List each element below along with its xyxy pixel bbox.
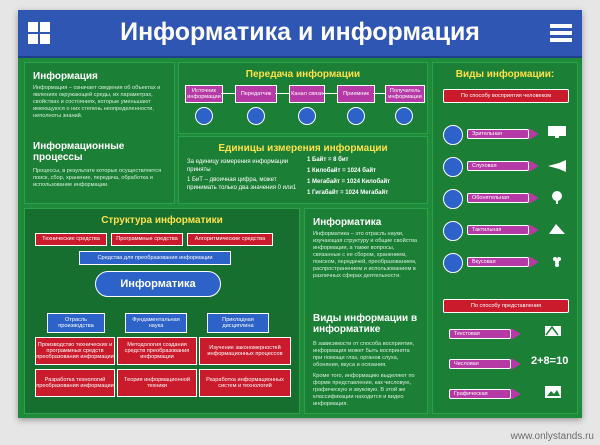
eye-icon	[443, 125, 463, 145]
transmission-step-recipient: Получатель информации	[385, 85, 425, 103]
perception-arrow-visual	[529, 128, 539, 140]
types-in-informatics-text-2: Кроме того, информацию выделяют по форме…	[313, 373, 415, 407]
grapes-icon	[553, 257, 561, 267]
perception-header: По способу восприятия человеком	[443, 89, 569, 103]
transmission-arrow-3	[323, 93, 337, 94]
perception-arrow-tactile	[529, 224, 539, 236]
transmitter-phone-icon	[247, 107, 265, 125]
transmission-step-source: Источник информации	[185, 85, 223, 103]
perception-arrow-taste	[529, 256, 539, 268]
branch-science: Фундаментальная наука	[125, 313, 187, 333]
units-title: Единицы измерения информации	[218, 143, 388, 154]
structure-panel: Структура информатики Технические средст…	[24, 208, 300, 414]
units-panel: Единицы измерения информации За единицу …	[178, 136, 428, 204]
informatics-text: Информатика – это отрасль науки, изучающ…	[313, 231, 418, 279]
channel-antenna-icon	[298, 107, 316, 125]
representation-item-text: Текстовая	[449, 329, 511, 339]
units-right-2: 1 Килобайт = 1024 байт	[307, 168, 376, 174]
structure-top-box-3: Алгоритмические средства	[187, 233, 273, 246]
branch-production-box-1: Производство технических и программных с…	[35, 337, 115, 365]
nose-icon	[443, 189, 463, 209]
types-panel: Виды информации: По способу восприятия ч…	[432, 62, 578, 414]
processes-text: Процессы, в результате которых осуществл…	[33, 168, 162, 188]
transmission-step-channel: Канал связи	[289, 85, 325, 103]
units-right-4: 1 Гигабайт = 1024 Мегабайт	[307, 190, 389, 196]
center-right-panel: Информатика Информатика – это отрасль на…	[304, 208, 428, 414]
branch-science-box-1: Методология создания средств преобразова…	[117, 337, 197, 365]
structure-top-box-1: Технические средства	[35, 233, 107, 246]
transmission-arrow-2	[275, 93, 289, 94]
site-watermark: www.onlystands.ru	[510, 431, 594, 442]
monitor-icon	[548, 126, 566, 138]
rose-icon	[552, 191, 562, 204]
transmission-arrow-4	[373, 93, 385, 94]
representation-arrow-text	[511, 328, 521, 340]
perception-item-visual: Зрительная	[467, 129, 529, 139]
representation-arrow-numeric	[511, 358, 521, 370]
perception-item-auditory: Слуховая	[467, 161, 529, 171]
trumpet-icon	[548, 160, 566, 172]
transmission-title: Передача информации	[245, 69, 361, 80]
ear-icon	[443, 157, 463, 177]
processes-title: Информационные процессы	[33, 141, 125, 163]
numeric-example: 2+8=10	[531, 355, 569, 367]
transmission-panel: Передача информации Источник информации …	[178, 62, 428, 134]
perception-item-tactile: Тактильная	[467, 225, 529, 235]
branch-production-box-2: Разработка технологий преобразования инф…	[35, 369, 115, 397]
lips-icon	[443, 253, 463, 273]
informatics-title: Информатика	[313, 217, 382, 228]
representation-item-graphic: Графическая	[449, 389, 511, 399]
perception-arrow-auditory	[529, 160, 539, 172]
poster: Информатика и информация Информация Инфо…	[18, 10, 582, 418]
receiver-phone-icon	[347, 107, 365, 125]
transmission-step-transmitter: Передатчик	[235, 85, 277, 103]
hand-icon	[443, 221, 463, 241]
representation-arrow-graphic	[511, 388, 521, 400]
informatics-center: Информатика	[95, 271, 221, 297]
page-title: Информатика и информация	[120, 18, 480, 46]
perception-arrow-olfactory	[529, 192, 539, 204]
source-person-icon	[195, 107, 213, 125]
tools-box: Средства для преобразования информации	[79, 251, 231, 265]
structure-title: Структура информатики	[101, 215, 223, 226]
abc-book-icon	[545, 325, 561, 336]
branch-applied-box-2: Разработка информационных систем и техно…	[199, 369, 291, 397]
branch-applied-box-1: Изучение закономерностей информационных …	[199, 337, 291, 365]
info-text: Информация – означает сведения об объект…	[33, 85, 161, 119]
perception-item-olfactory: Обонятельная	[467, 193, 529, 203]
grid-icon	[28, 22, 50, 44]
types-in-informatics-title: Виды информации в информатике	[313, 313, 418, 335]
picture-icon	[545, 386, 561, 398]
units-right-3: 1 Мегабайт = 1024 Килобайт	[307, 179, 391, 185]
left-info-panel: Информация Информация – означает сведени…	[24, 62, 175, 204]
branch-science-box-2: Теория информационной техники	[117, 369, 197, 397]
menu-icon	[550, 24, 572, 42]
units-right-1: 1 Байт = 8 бит	[307, 157, 349, 163]
types-in-informatics-text-1: В зависимости от способа восприятия, инф…	[313, 341, 415, 368]
branch-applied: Прикладная дисциплина	[207, 313, 269, 333]
touch-icon	[549, 224, 565, 234]
transmission-step-receiver: Приемник	[337, 85, 375, 103]
units-left-2: 1 БиТ – двоичная цифра, может принимать …	[187, 177, 297, 191]
recipient-person-icon	[395, 107, 413, 125]
structure-top-box-2: Программные средства	[111, 233, 183, 246]
types-title: Виды информации:	[455, 69, 555, 80]
info-title: Информация	[33, 71, 98, 82]
header-bar: Информатика и информация	[18, 10, 582, 58]
transmission-arrow-1	[221, 93, 235, 94]
representation-header: По способу представления	[443, 299, 569, 313]
branch-production: Отрасль производства	[47, 313, 105, 333]
units-left-1: За единицу измерения информации приняты	[187, 159, 289, 173]
representation-item-numeric: Числовая	[449, 359, 511, 369]
perception-item-taste: Вкусовая	[467, 257, 529, 267]
